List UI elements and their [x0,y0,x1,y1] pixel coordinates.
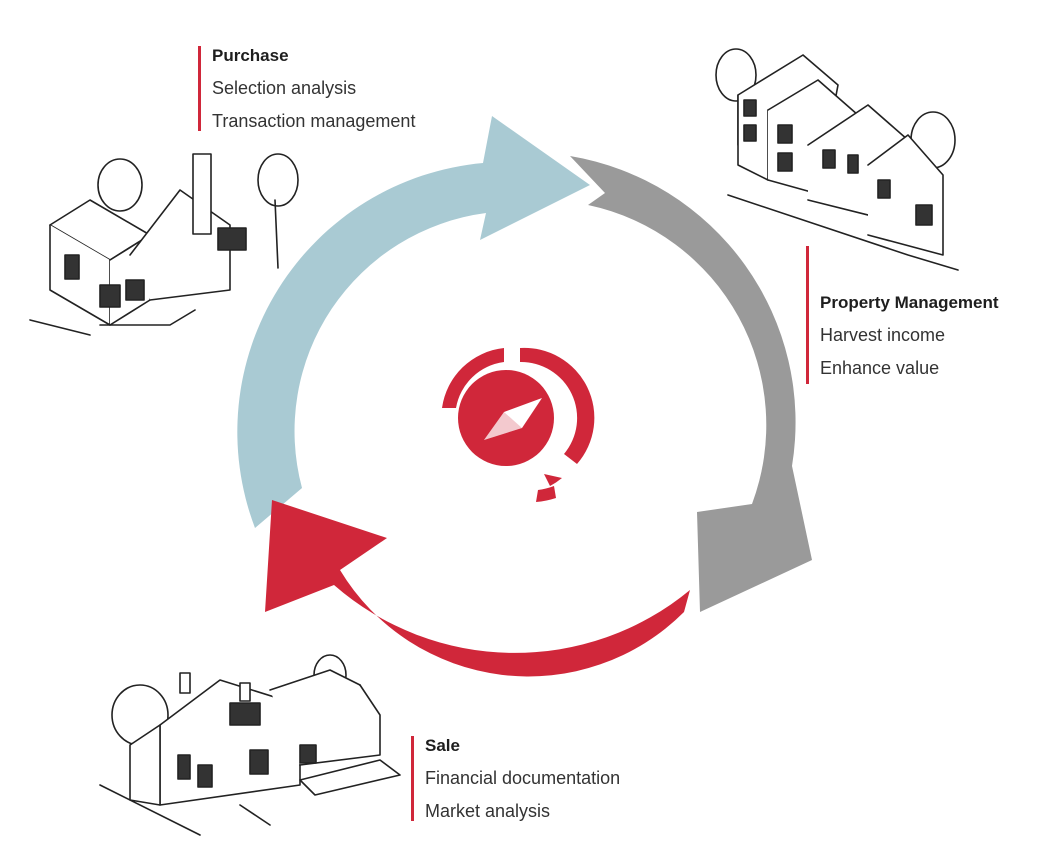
cycle-arrows [237,116,812,677]
sale-arrow [265,500,690,677]
house-sketch-icon [29,153,299,336]
purchase-item: Transaction management [212,111,416,131]
sale-title: Sale [425,736,460,755]
property-management-title: Property Management [820,293,999,312]
property-management-arrow [570,156,812,612]
purchase-arrow [237,116,590,528]
property-management-item: Enhance value [820,358,940,378]
townhouses-sketch-icon [715,48,959,271]
purchase-label: Purchase Selection analysis Transaction … [198,46,415,131]
sale-house-sketch-icon [99,654,401,836]
company-logo-icon [442,347,595,502]
property-management-label: Property Management Harvest income Enhan… [806,246,999,384]
property-management-item: Harvest income [820,325,946,345]
sale-label: Sale Financial documentation Market anal… [411,736,620,821]
sale-item: Market analysis [425,801,551,821]
purchase-title: Purchase [212,46,289,65]
sale-item: Financial documentation [425,768,621,788]
purchase-item: Selection analysis [212,78,357,98]
